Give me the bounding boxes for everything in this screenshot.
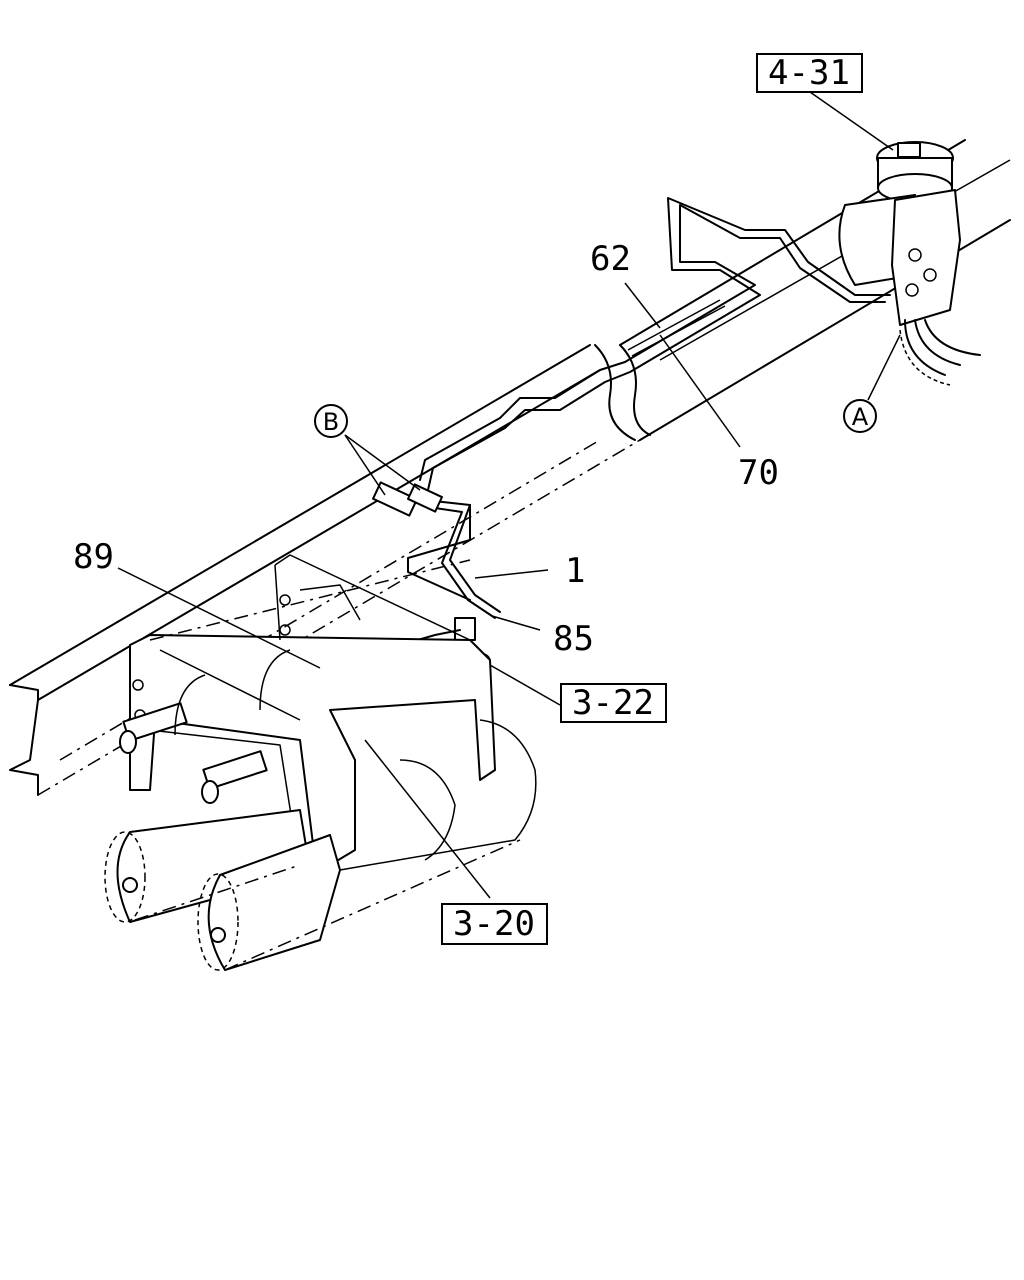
- callout-3-20-text: 3-20: [453, 904, 535, 944]
- air-tanks: [104, 649, 537, 971]
- part-number-85[interactable]: 85: [553, 619, 594, 659]
- detail-marker-b[interactable]: B: [314, 404, 348, 438]
- callout-3-22[interactable]: 3-22: [560, 683, 667, 723]
- detail-marker-b-text: B: [323, 408, 339, 436]
- part-number-62[interactable]: 62: [590, 239, 631, 279]
- bracket-pins: [119, 702, 268, 804]
- detail-marker-a-text: A: [852, 403, 869, 431]
- callout-4-31-text: 4-31: [768, 53, 850, 93]
- detail-marker-a[interactable]: A: [843, 399, 877, 433]
- pipe-62-70: [419, 197, 891, 491]
- part-number-89[interactable]: 89: [73, 537, 114, 577]
- callout-3-20[interactable]: 3-20: [441, 903, 548, 945]
- callout-4-31[interactable]: 4-31: [756, 53, 863, 93]
- part-number-1[interactable]: 1: [565, 551, 585, 591]
- leader-lines: [117, 91, 901, 899]
- air-dryer-assembly: [838, 141, 981, 386]
- callout-3-22-text: 3-22: [572, 683, 654, 723]
- pipe-1: [372, 481, 501, 619]
- tank-bracket: [129, 554, 496, 863]
- part-number-70[interactable]: 70: [738, 453, 779, 493]
